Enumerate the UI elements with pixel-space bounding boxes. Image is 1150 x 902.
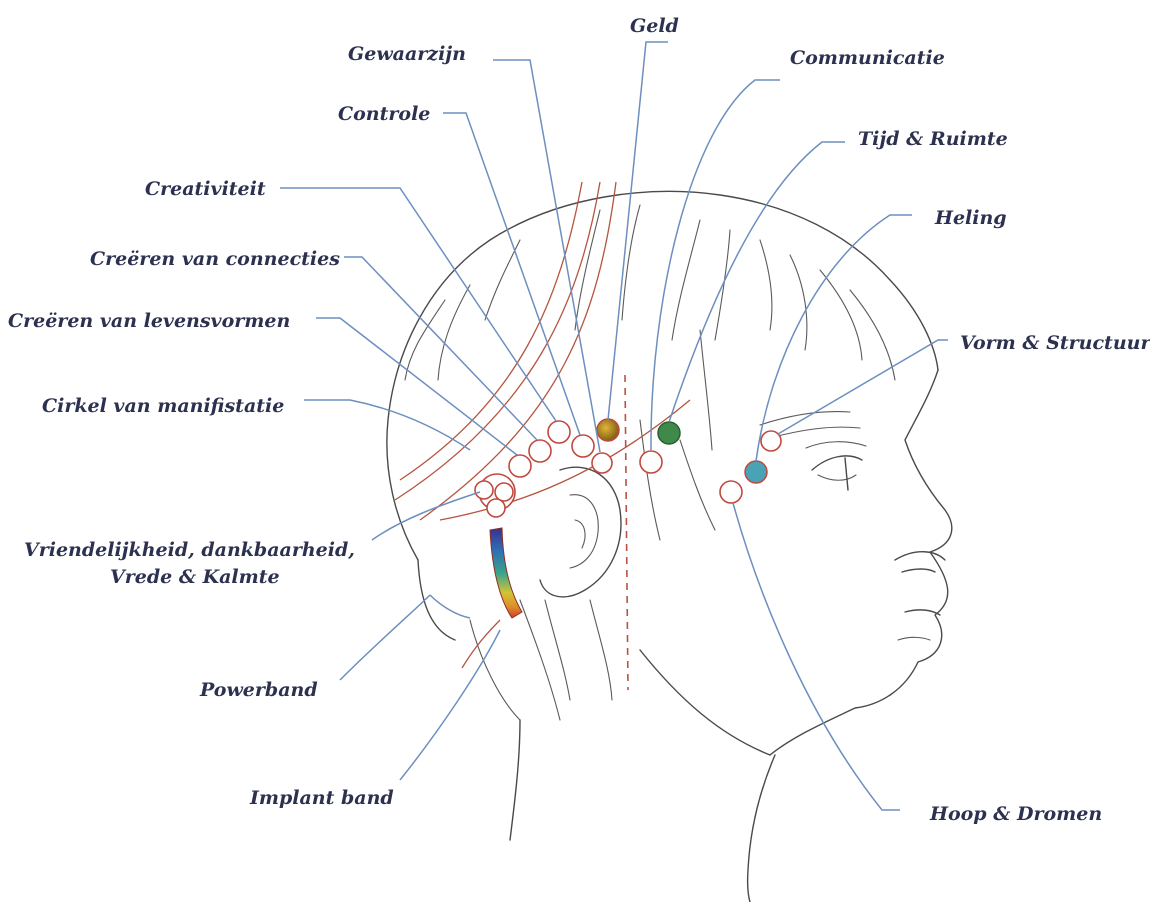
label-powerband: Powerband [199, 679, 318, 701]
leader-hoop-dromen [733, 503, 900, 810]
label-controle: Controle [338, 103, 430, 125]
label-vorm-structuur: Vorm & Structuur [960, 332, 1150, 354]
leader-communicatie [651, 80, 780, 450]
leader-tijd-ruimte [669, 142, 845, 422]
label-communicatie: Communicatie [790, 47, 945, 69]
label-gewaarzijn: Gewaarzijn [348, 43, 466, 65]
label-geld: Geld [630, 15, 679, 37]
labels: Geld Gewaarzijn Communicatie Controle Ti… [8, 15, 1150, 825]
point-hoop-dromen [720, 481, 742, 503]
leader-vorm-structuur [778, 340, 948, 434]
meridian-lines [395, 182, 690, 690]
label-cirkel-manifestatie: Cirkel van manifistatie [42, 395, 284, 417]
point-vriendelijkheid-a [475, 481, 493, 499]
leader-geld [608, 42, 668, 420]
point-vriendelijkheid-c [487, 499, 505, 517]
leader-implant-band [400, 630, 500, 780]
point-communicatie [658, 422, 680, 444]
point-gewaarzijn [592, 453, 612, 473]
label-implant-band: Implant band [249, 787, 394, 809]
label-heling: Heling [934, 207, 1007, 229]
label-creeren-connecties: Creëren van connecties [90, 248, 340, 270]
point-heling [745, 461, 767, 483]
point-creeren-connecties [529, 440, 551, 462]
leader-powerband-b [430, 595, 470, 618]
point-creativiteit [548, 421, 570, 443]
leader-heling [756, 215, 912, 461]
label-tijd-ruimte: Tijd & Ruimte [858, 128, 1008, 150]
point-creeren-levensvormen [509, 455, 531, 477]
point-geld [597, 419, 619, 441]
point-controle [572, 435, 594, 457]
point-tijd-ruimte [640, 451, 662, 473]
energy-points [475, 419, 781, 618]
label-vriendelijkheid-line1: Vriendelijkheid, dankbaarheid, [24, 539, 355, 561]
head-outline [387, 191, 952, 902]
leader-controle [443, 113, 580, 435]
label-hoop-dromen: Hoop & Dromen [929, 803, 1102, 825]
label-creativiteit: Creativiteit [145, 178, 266, 200]
label-vriendelijkheid-line2: Vrede & Kalmte [110, 566, 280, 588]
label-creeren-levensvormen: Creëren van levensvormen [8, 310, 290, 332]
leader-creativiteit [280, 188, 556, 421]
point-vriendelijkheid-b [495, 483, 513, 501]
implant-band-bar [490, 528, 522, 618]
leader-powerband [340, 595, 430, 680]
